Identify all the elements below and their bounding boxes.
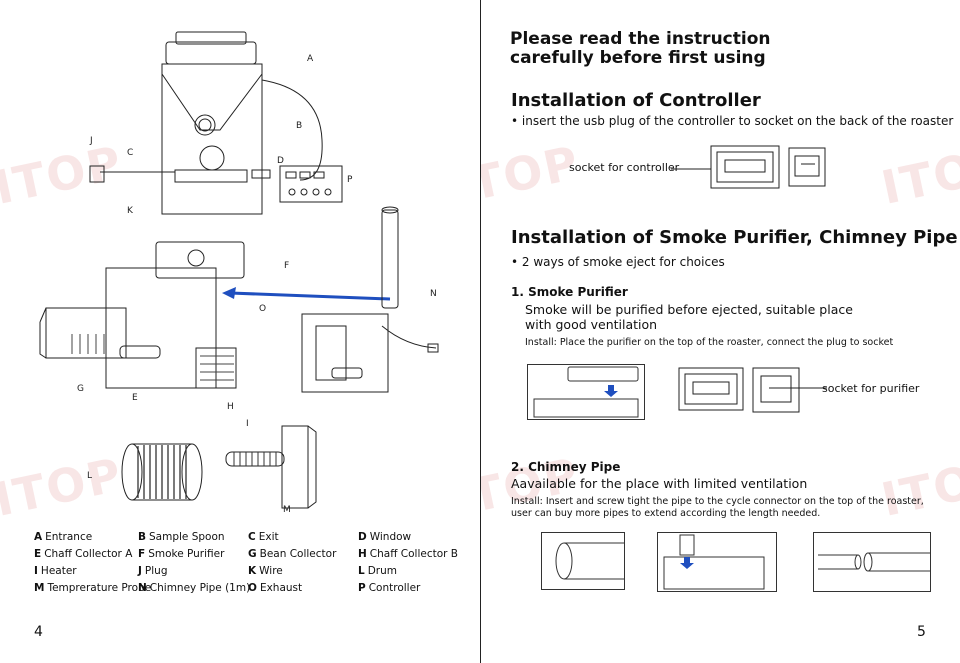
legend-text: Temprerature Probe	[47, 582, 152, 594]
legend-letter: G	[248, 548, 257, 560]
roaster-front-diagram	[89, 31, 343, 215]
label-b: B	[296, 121, 303, 131]
legend-text: Controller	[368, 582, 421, 594]
legend-text: Drum	[367, 565, 397, 577]
legend-text: Smoke Purifier	[148, 548, 225, 560]
legend-text: Chaff Collector B	[369, 548, 459, 560]
legend-letter: A	[34, 531, 43, 543]
page-number: 5	[917, 624, 926, 640]
legend-text: Wire	[259, 565, 283, 577]
legend-letter: M	[34, 582, 45, 594]
label-f: F	[284, 261, 290, 271]
legend-letter: P	[358, 582, 366, 594]
label-m: M	[283, 505, 291, 515]
chimney-pipe-photo	[541, 532, 625, 590]
label-l: L	[87, 471, 93, 481]
chimney-description: Aavailable for the place with limited ve…	[511, 476, 808, 491]
legend-letter: N	[138, 582, 147, 594]
chimney-install-photo	[657, 532, 777, 592]
roaster-side-diagram	[39, 241, 245, 389]
controller-socket-callout: socket for controller	[569, 161, 680, 174]
legend-text: Exit	[258, 531, 279, 543]
label-i: I	[246, 419, 249, 429]
chimney-diagram	[301, 206, 439, 393]
label-k: K	[127, 206, 133, 216]
legend-letter: J	[138, 565, 142, 577]
smoke-heading: Installation of Smoke Purifier, Chimney …	[511, 227, 958, 248]
legend-text: Heater	[40, 565, 77, 577]
label-j: J	[90, 136, 93, 146]
label-h: H	[227, 402, 234, 412]
chimney-install-text: Install: Insert and screw tight the pipe…	[511, 496, 924, 519]
smoke-bullet: • 2 ways of smoke eject for choices	[511, 255, 725, 269]
legend-text: Exhaust	[259, 582, 303, 594]
label-a: A	[307, 54, 314, 64]
label-g: G	[77, 384, 84, 394]
label-p: P	[347, 175, 353, 185]
purifier-socket-illustration	[678, 367, 827, 413]
left-page: ITOP ITOP	[0, 31, 464, 640]
legend-letter: F	[138, 548, 146, 560]
legend-text: Chaff Collector A	[44, 548, 133, 560]
legend-letter: K	[248, 565, 257, 577]
chimney-title: 2. Chimney Pipe	[511, 460, 621, 474]
label-o: O	[259, 304, 267, 314]
controller-heading: Installation of Controller	[511, 90, 761, 111]
watermark: ITOP	[481, 135, 585, 215]
legend-letter: E	[34, 548, 42, 560]
purifier-socket-callout: socket for purifier	[822, 382, 920, 395]
legend-text: Sample Spoon	[149, 531, 225, 543]
purifier-photo	[527, 364, 645, 420]
page-number: 4	[34, 624, 43, 640]
purifier-install-text: Install: Place the purifier on the top o…	[525, 337, 894, 348]
chimney-extension-photo	[813, 532, 931, 592]
exhaust-arrow	[222, 287, 391, 301]
legend-letter: C	[248, 531, 256, 543]
controller-socket-illustration	[671, 145, 826, 189]
watermark: ITOP	[0, 447, 128, 527]
right-page: ITOP ITOP ITOP ITOP Please read the inst…	[481, 0, 960, 663]
legend-text: Chimney Pipe (1m)	[149, 582, 251, 594]
label-e: E	[132, 393, 138, 403]
legend-letter: D	[358, 531, 367, 543]
label-n: N	[430, 289, 437, 299]
intro-heading: Please read the instruction carefully be…	[510, 29, 771, 68]
legend-text: Entrance	[45, 531, 93, 543]
legend-letter: L	[358, 565, 365, 577]
label-d: D	[277, 156, 284, 166]
legend-letter: H	[358, 548, 367, 560]
legend-letter: I	[34, 565, 38, 577]
page-spine	[480, 0, 481, 663]
heater-diagram	[225, 425, 317, 509]
drum-diagram	[121, 443, 203, 501]
purifier-title: 1. Smoke Purifier	[511, 285, 628, 299]
legend-letter: B	[138, 531, 147, 543]
legend-letter: O	[248, 582, 257, 594]
label-c: C	[127, 148, 134, 158]
legend-text: Plug	[144, 565, 168, 577]
legend-text: Bean Collector	[259, 548, 337, 560]
legend-text: Window	[369, 531, 412, 543]
controller-bullet: • insert the usb plug of the controller …	[511, 114, 954, 128]
purifier-description: Smoke will be purified before ejected, s…	[525, 302, 853, 332]
watermark: ITOP	[876, 135, 960, 215]
